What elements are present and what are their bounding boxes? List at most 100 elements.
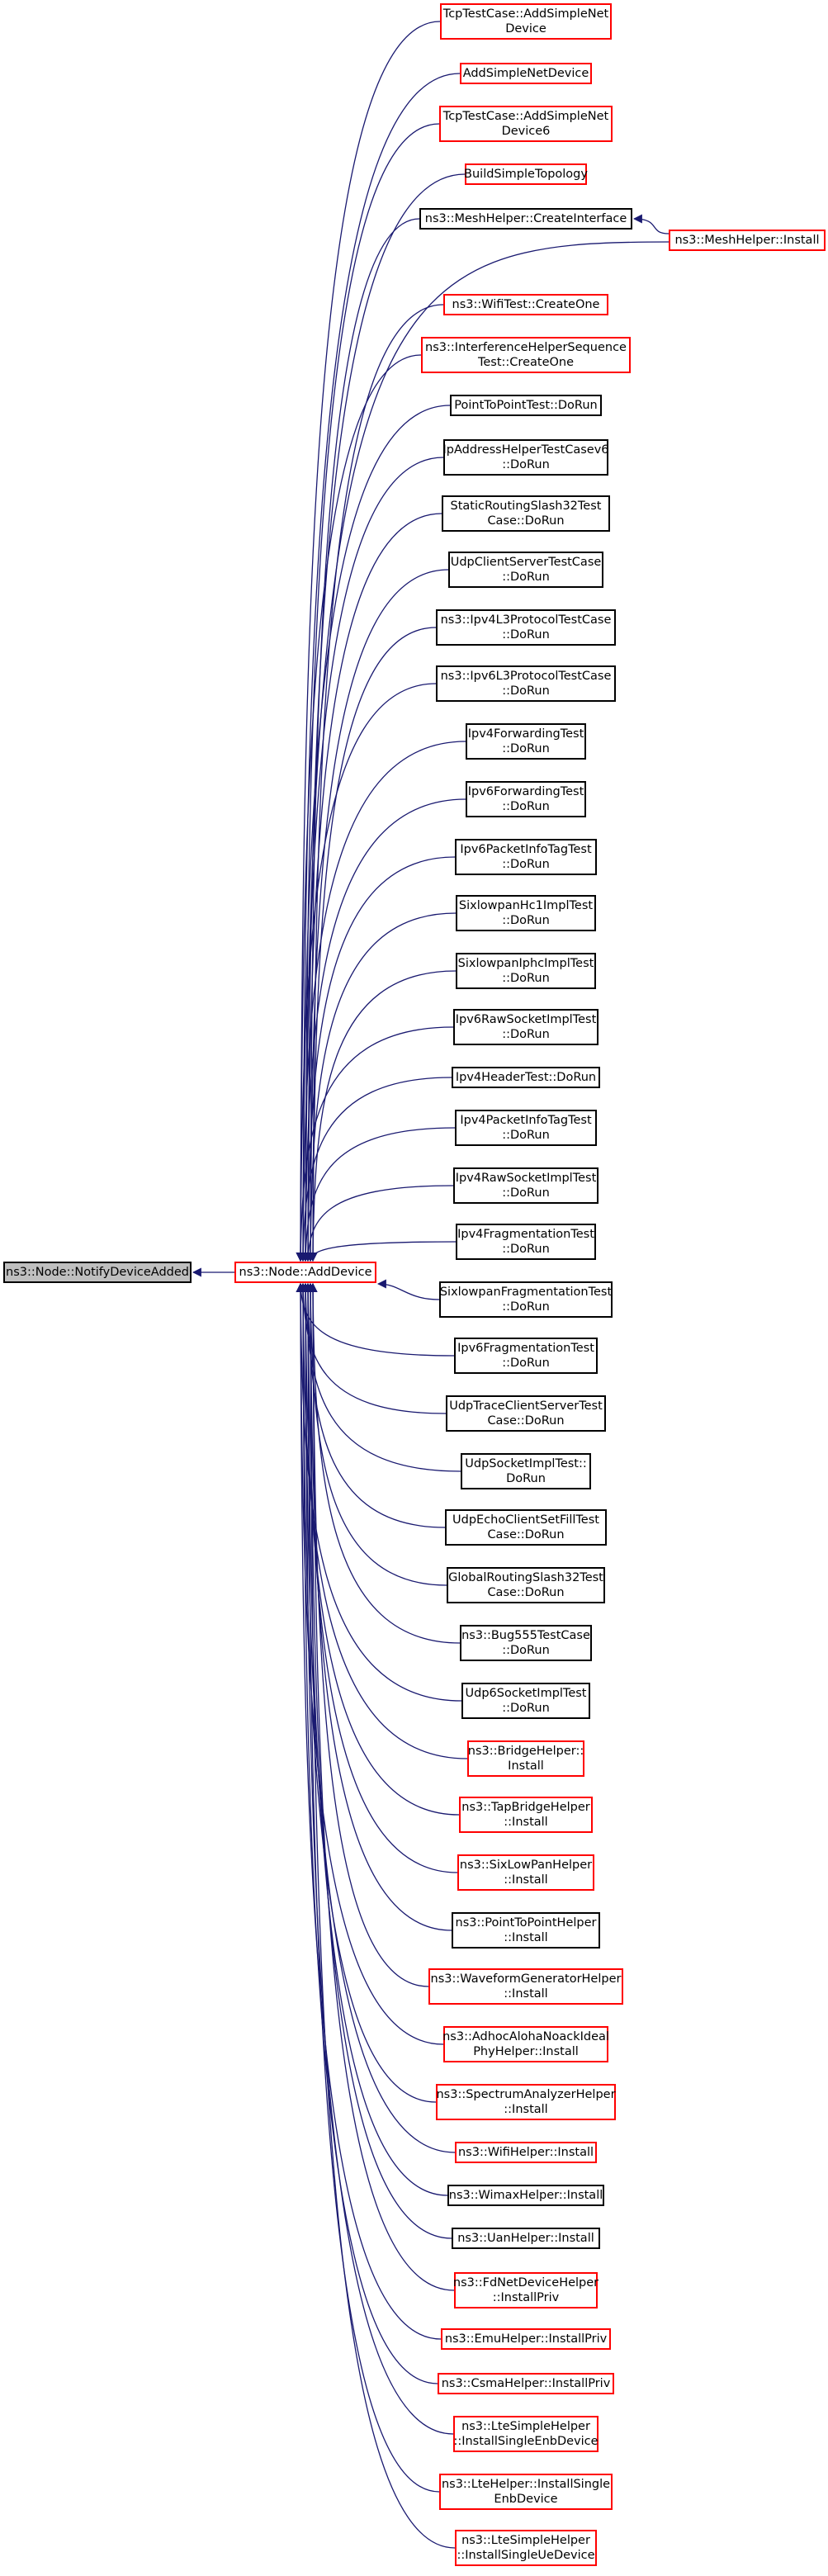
edge-caller-to-adddevice	[303, 1282, 448, 2196]
node-udp6socketimpltest-dorun[interactable]: Udp6SocketImplTest::DoRun	[461, 1683, 590, 1719]
node-label-line: ns3::BridgeHelper::	[467, 1745, 584, 1758]
node-ns3-tapbridgehelper-install[interactable]: ns3::TapBridgeHelper::Install	[459, 1797, 593, 1833]
node-ipv6packetinfotagtest-dorun[interactable]: Ipv6PacketInfoTagTest::DoRun	[455, 839, 597, 875]
edge-caller-to-adddevice	[308, 1282, 429, 1987]
edge-caller-to-adddevice	[305, 1282, 452, 2239]
node-ipv4rawsocketimpltest-dorun[interactable]: Ipv4RawSocketImplTest::DoRun	[453, 1167, 599, 1204]
node-mesh-helper-install[interactable]: ns3::MeshHelper::Install	[669, 230, 826, 251]
node-ns3-wifihelper-install[interactable]: ns3::WifiHelper::Install	[455, 2142, 597, 2163]
node-ns3-bridgehelper-install[interactable]: ns3::BridgeHelper::Install	[467, 1740, 584, 1777]
node-ns3-pointtopointhelper-install[interactable]: ns3::PointToPointHelper::Install	[452, 1912, 600, 1949]
node-add-device[interactable]: ns3::Node::AddDevice	[234, 1262, 376, 1283]
node-ipv4forwardingtest-dorun[interactable]: Ipv4ForwardingTest::DoRun	[466, 723, 586, 760]
node-label-line: Device	[505, 22, 546, 36]
node-label-line: ::InstallSingleEnbDevice	[453, 2435, 599, 2448]
node-notify-device-added[interactable]: ns3::Node::NotifyDeviceAdded	[3, 1262, 192, 1283]
edge-caller-to-adddevice	[300, 123, 440, 1262]
edge-caller-to-adddevice	[298, 73, 461, 1262]
edge-caller-to-adddevice	[305, 1282, 456, 2549]
node-ns3-csmahelper-installpriv[interactable]: ns3::CsmaHelper::InstallPriv	[438, 2373, 614, 2394]
node-udpclientservertestcase-dorun[interactable]: UdpClientServerTestCase::DoRun	[448, 552, 603, 588]
node-label-line: Device6	[501, 125, 551, 138]
edge-meshinstall-to-adddevice	[300, 241, 669, 1262]
edge-caller-to-adddevice	[303, 173, 466, 1262]
node-label-line: GlobalRoutingSlash32Test	[448, 1571, 603, 1584]
node-label-line: ns3::SixLowPanHelper	[459, 1859, 593, 1872]
node-label-line: Ipv4PacketInfoTagTest	[460, 1114, 592, 1127]
node-ns3-waveformgeneratorhelper-install[interactable]: ns3::WaveformGeneratorHelper::Install	[428, 1968, 623, 2005]
node-label-line: Udp6SocketImplTest	[465, 1687, 587, 1700]
node-label-line: Ipv6PacketInfoTagTest	[460, 843, 592, 856]
node-ns3-uanhelper-install[interactable]: ns3::UanHelper::Install	[452, 2228, 600, 2249]
edge-caller-to-adddevice	[296, 354, 422, 1262]
node-label-line: ns3::WaveformGeneratorHelper	[430, 1972, 622, 1986]
node-ns3-ltesimplehelper-installsingleenbdevice[interactable]: ns3::LteSimpleHelper::InstallSingleEnbDe…	[453, 2416, 599, 2452]
node-udpsocketimpltest-dorun[interactable]: UdpSocketImplTest::DoRun	[461, 1453, 591, 1489]
node-addsimplenetdevice[interactable]: AddSimpleNetDevice	[460, 63, 592, 84]
node-label-line: ::Install	[504, 2103, 548, 2116]
node-label-line: UdpClientServerTestCase	[450, 556, 602, 569]
node-ns3-spectrumanalyzerhelper-install[interactable]: ns3::SpectrumAnalyzerHelper::Install	[436, 2084, 616, 2120]
node-ns3-wifitest-createone[interactable]: ns3::WifiTest::CreateOne	[443, 294, 608, 315]
node-label-line: TcpTestCase::AddSimpleNet	[442, 110, 609, 123]
node-label-line: ::DoRun	[502, 1129, 550, 1142]
node-label-line: ns3::MeshHelper::CreateInterface	[424, 212, 627, 225]
node-label-line: Test::CreateOne	[477, 356, 575, 369]
node-label-line: SixlowpanHc1ImplTest	[458, 899, 594, 912]
edge-caller-to-adddevice	[296, 1282, 462, 1702]
node-ns3-sixlowpanhelper-install[interactable]: ns3::SixLowPanHelper::Install	[457, 1854, 594, 1891]
node-label-line: ::DoRun	[502, 628, 550, 642]
node-ipv6forwardingtest-dorun[interactable]: Ipv6ForwardingTest::DoRun	[466, 781, 586, 817]
node-ns3-bug555testcase-dorun[interactable]: ns3::Bug555TestCase::DoRun	[460, 1625, 592, 1661]
node-label-line: EnbDevice	[494, 2493, 558, 2506]
node-ns3-ipv6l3protocoltestcase-dorun[interactable]: ns3::Ipv6L3ProtocolTestCase::DoRun	[436, 665, 616, 702]
node-label-line: Ipv4FragmentationTest	[457, 1228, 594, 1241]
node-label-line: ::InstallSingleUeDevice	[457, 2549, 595, 2562]
node-label-line: ::Install	[504, 1873, 548, 1887]
node-buildsimpletopology[interactable]: BuildSimpleTopology	[464, 163, 588, 185]
node-ipv6rawsocketimpltest-dorun[interactable]: Ipv6RawSocketImplTest::DoRun	[453, 1009, 599, 1045]
node-sixlowpanfragmentationtest-dorun[interactable]: SixlowpanFragmentationTest::DoRun	[439, 1281, 613, 1318]
edge-caller-to-adddevice	[300, 1282, 454, 2435]
node-label-line: ns3::WifiTest::CreateOne	[452, 298, 600, 311]
node-label-line: ::DoRun	[502, 800, 550, 813]
node-label-line: Ipv4HeaderTest::DoRun	[455, 1071, 597, 1084]
node-ipv6fragmentationtest-dorun[interactable]: Ipv6FragmentationTest::DoRun	[454, 1338, 598, 1374]
edge-caller-to-adddevice	[308, 1282, 461, 1644]
node-ipaddresshelpertestcasev6-dorun[interactable]: IpAddressHelperTestCasev6::DoRun	[443, 439, 609, 476]
node-ipv4packetinfotagtest-dorun[interactable]: Ipv4PacketInfoTagTest::DoRun	[455, 1110, 597, 1146]
node-label-line: ns3::EmuHelper::InstallPriv	[444, 2332, 608, 2346]
node-label-line: Case::DoRun	[487, 1586, 565, 1599]
node-label-line: ns3::PointToPointHelper	[455, 1916, 597, 1930]
node-label-line: ::Install	[504, 1816, 548, 1829]
edge-caller-to-adddevice	[298, 405, 451, 1262]
node-ns3-ipv4l3protocoltestcase-dorun[interactable]: ns3::Ipv4L3ProtocolTestCase::DoRun	[436, 609, 616, 646]
node-sixlowpanhc1impltest-dorun[interactable]: SixlowpanHc1ImplTest::DoRun	[456, 895, 596, 931]
node-ns3-fdnetdevicehelper-installpriv[interactable]: ns3::FdNetDeviceHelper::InstallPriv	[453, 2272, 599, 2308]
node-ns3-wimaxhelper-install[interactable]: ns3::WimaxHelper::Install	[447, 2185, 604, 2206]
node-pointtopointtest-dorun[interactable]: PointToPointTest::DoRun	[450, 395, 602, 416]
node-label-line: ns3::InterferenceHelperSequence	[425, 341, 627, 354]
edge-caller-to-adddevice	[303, 856, 456, 1262]
node-label-line: UdpSocketImplTest::	[465, 1457, 587, 1470]
node-label-line: ns3::CsmaHelper::InstallPriv	[441, 2377, 611, 2390]
node-label-line: ::InstallPriv	[492, 2291, 560, 2304]
node-ns3-ltesimplehelper-installsingleuedevice[interactable]: ns3::LteSimpleHelper::InstallSingleUeDev…	[455, 2530, 597, 2566]
edge-caller-to-adddevice	[303, 513, 442, 1262]
node-ipv4fragmentationtest-dorun[interactable]: Ipv4FragmentationTest::DoRun	[456, 1224, 596, 1260]
node-sixlowpaniphcimpltest-dorun[interactable]: SixlowpanIphcImplTest::DoRun	[456, 953, 596, 989]
node-ipv4headertest-dorun[interactable]: Ipv4HeaderTest::DoRun	[452, 1067, 600, 1088]
edge-caller-to-adddevice	[307, 1241, 457, 1262]
edge-caller-to-adddevice	[305, 1282, 447, 1586]
node-ns3-meshhelper-createinterface[interactable]: ns3::MeshHelper::CreateInterface	[419, 208, 632, 230]
node-ns3-emuhelper-installpriv[interactable]: ns3::EmuHelper::InstallPriv	[441, 2328, 611, 2350]
